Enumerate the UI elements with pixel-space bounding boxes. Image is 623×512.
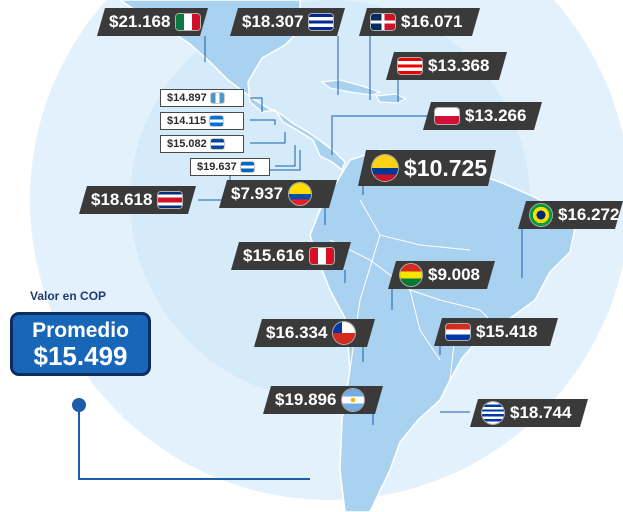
ecuador-flag-icon: [289, 183, 311, 205]
costa-rica-flag-icon: [158, 192, 182, 208]
price-value-colombia: $10.725: [404, 154, 488, 181]
currency-caption: Valor en COP: [30, 289, 107, 303]
price-label-chile: $16.334: [254, 319, 375, 347]
average-badge: Promedio $15.499: [10, 312, 151, 376]
connector-dot: [72, 398, 86, 412]
nicaragua-flag-icon: [240, 162, 254, 172]
guatemala-flag-icon: [210, 93, 224, 103]
average-value: $15.499: [33, 340, 128, 371]
uruguay-flag-icon: [482, 402, 504, 424]
price-value-brazil: $16.272: [558, 205, 620, 224]
cuba-island: [320, 79, 382, 96]
price-value-guatemala: $14.897: [167, 92, 207, 104]
price-label-costa-rica: $18.618: [79, 186, 196, 214]
peru-flag-icon: [310, 248, 334, 264]
brazil-flag-icon: [530, 204, 552, 226]
price-value-puerto-rico: $13.368: [428, 56, 490, 75]
price-label-puerto-rico: $13.368: [386, 52, 507, 80]
price-label-bolivia: $9.008: [388, 261, 495, 289]
price-value-uruguay: $18.744: [510, 403, 572, 422]
price-value-honduras: $14.115: [167, 115, 207, 127]
puerto-rico-flag-icon: [398, 58, 422, 74]
argentina-flag-icon: [342, 389, 364, 411]
mexico-flag-icon: [176, 14, 200, 30]
price-label-honduras: $14.115: [160, 112, 244, 130]
price-value-dominican-republic: $16.071: [401, 12, 463, 31]
price-value-mexico: $21.168: [109, 12, 171, 31]
price-label-el-salvador: $15.082: [160, 135, 244, 153]
price-label-ecuador: $7.937: [219, 180, 337, 208]
leader-lines: [78, 36, 523, 480]
price-value-paraguay: $15.418: [476, 322, 538, 341]
chile-flag-icon: [333, 322, 355, 344]
price-label-panama: $13.266: [423, 102, 542, 130]
price-label-paraguay: $15.418: [434, 318, 558, 346]
price-label-peru: $15.616: [231, 242, 351, 270]
price-label-argentina: $19.896: [263, 386, 383, 414]
price-value-costa-rica: $18.618: [91, 190, 153, 209]
price-value-argentina: $19.896: [275, 390, 337, 409]
panama-flag-icon: [435, 108, 459, 124]
price-label-cuba: $18.307: [230, 8, 345, 36]
price-label-brazil: $16.272: [518, 201, 623, 229]
price-label-colombia: $10.725: [358, 150, 496, 186]
price-value-peru: $15.616: [243, 246, 305, 265]
price-label-nicaragua: $19.637: [190, 158, 270, 176]
bolivia-flag-icon: [400, 264, 422, 286]
price-value-panama: $13.266: [465, 106, 527, 125]
cuba-flag-icon: [309, 14, 333, 30]
price-label-mexico: $21.168: [97, 8, 208, 36]
price-value-ecuador: $7.937: [231, 184, 283, 203]
paraguay-flag-icon: [446, 324, 470, 340]
price-value-el-salvador: $15.082: [167, 138, 207, 150]
price-value-chile: $16.334: [266, 323, 328, 342]
colombia-flag-icon: [372, 155, 398, 181]
price-label-guatemala: $14.897: [160, 89, 244, 107]
honduras-flag-icon: [210, 116, 224, 126]
price-value-bolivia: $9.008: [428, 265, 480, 284]
price-label-uruguay: $18.744: [470, 399, 588, 427]
price-value-cuba: $18.307: [242, 12, 304, 31]
price-value-nicaragua: $19.637: [197, 161, 237, 173]
el-salvador-flag-icon: [210, 139, 224, 149]
price-label-dominican-republic: $16.071: [359, 8, 480, 36]
average-title: Promedio: [32, 318, 129, 342]
dominican-republic-flag-icon: [371, 14, 395, 30]
